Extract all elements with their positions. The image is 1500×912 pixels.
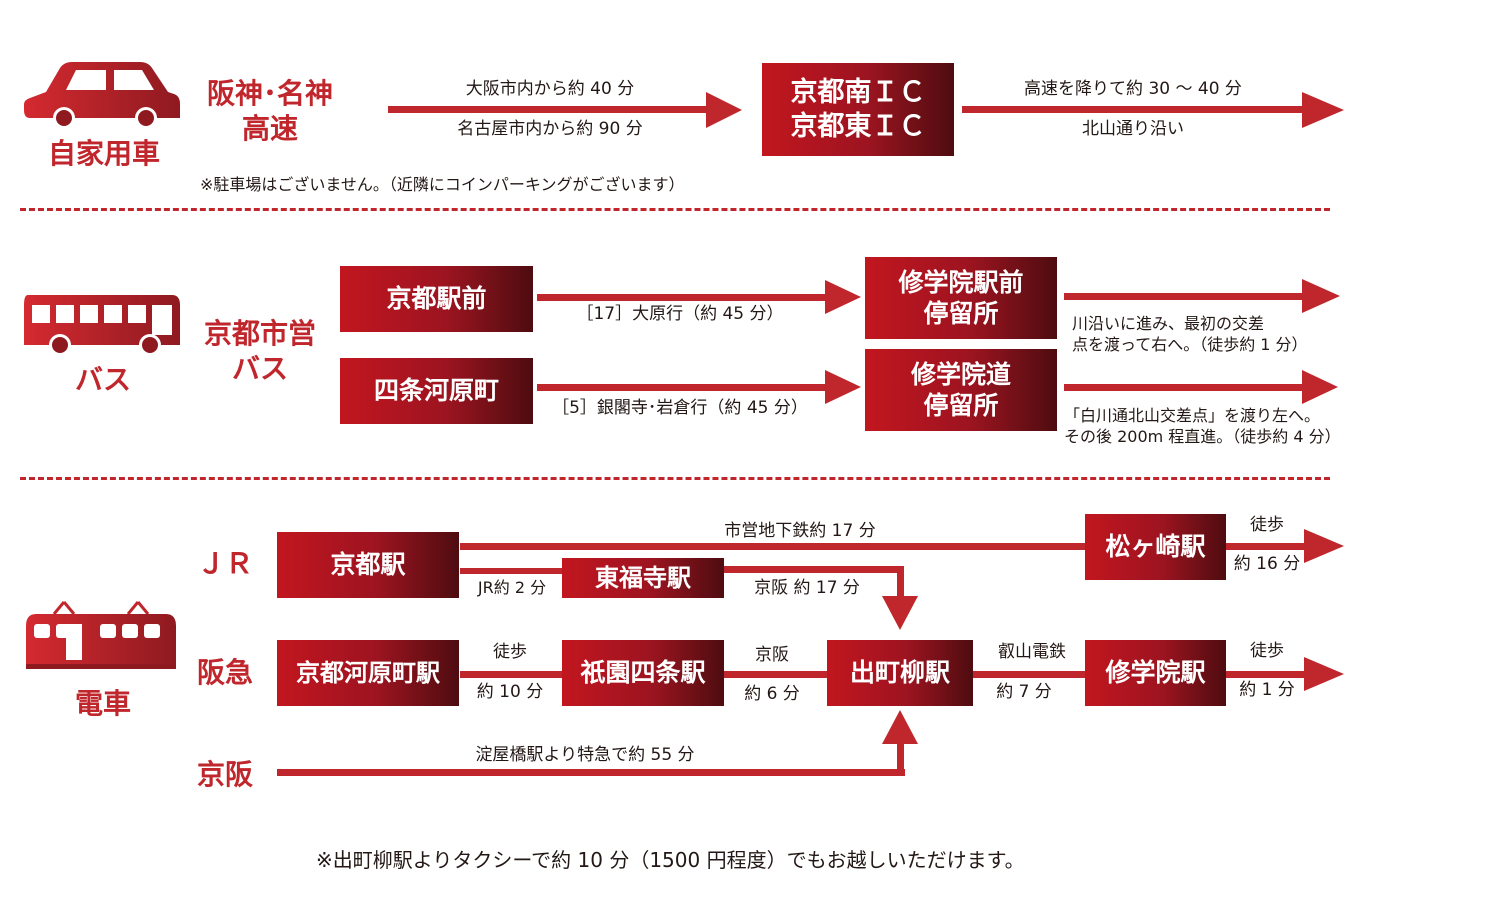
bus-icon xyxy=(22,293,182,359)
tofukuji-box: 東福寺駅 xyxy=(562,558,724,598)
bus-arrow-1-head xyxy=(825,280,861,314)
subway-line xyxy=(460,543,1088,550)
jr-2-min: JR約 2 分 xyxy=(477,578,547,597)
car-arrow-1-head xyxy=(706,92,742,128)
bus-line-17: ［17］大原行（約 45 分） xyxy=(576,304,784,324)
ic-box: 京都南ＩＣ 京都東ＩＣ xyxy=(762,63,954,156)
eizan-label: 叡山電鉄 xyxy=(998,642,1066,662)
bus-arrow-2-shaft xyxy=(537,384,829,391)
parking-note: ※駐車場はございません。（近隣にコインパーキングがございます） xyxy=(200,175,685,194)
bus-arrow-1-shaft xyxy=(537,294,829,301)
keihan-down-head xyxy=(882,596,918,630)
bus-walk-2: 「白川通北山交差点」を渡り左へ。 その後 200m 程直進。（徒歩約 4 分） xyxy=(1064,406,1341,446)
car-arrow-2-head xyxy=(1302,92,1344,128)
car-mode-label: 自家用車 xyxy=(47,137,160,170)
kyoto-station-box: 京都駅 xyxy=(277,532,459,598)
walk-label-hankyu: 徒歩 xyxy=(493,642,527,662)
walk-1-min: 約 1 分 xyxy=(1239,680,1295,700)
shugakuin-arrow-shaft xyxy=(1226,671,1308,678)
bus-arrow-3-head xyxy=(1302,279,1340,313)
matsugasaki-box: 松ヶ崎駅 xyxy=(1085,514,1226,580)
keihan-label: 京阪 xyxy=(196,758,253,791)
bus-mode-label: バス xyxy=(74,363,131,396)
keihan-short-label: 京阪 xyxy=(755,645,789,665)
footer-note: ※出町柳駅よりタクシーで約 10 分（1500 円程度）でもお越しいただけます。 xyxy=(316,848,1025,872)
train-icon xyxy=(24,600,178,670)
hankyu-line-3 xyxy=(956,671,1088,678)
car-from-osaka: 大阪市内から約 40 分 xyxy=(465,79,635,99)
bus-arrow-4-shaft xyxy=(1064,384,1306,391)
yodoyabashi-up-head xyxy=(882,710,918,744)
stop-shijo-kawaramachi: 四条河原町 xyxy=(340,358,533,424)
min-7: 約 7 分 xyxy=(996,682,1052,702)
dest-shugakuin-michi: 修学院道 停留所 xyxy=(865,349,1057,431)
yodoyabashi-vertical xyxy=(897,740,904,776)
hankyu-line-1 xyxy=(460,671,564,678)
car-arrow-2-shaft xyxy=(962,106,1306,113)
shugakuin-arrow-head xyxy=(1304,657,1344,691)
stop-kyoto-station: 京都駅前 xyxy=(340,266,533,332)
gion-shijo-box: 祇園四条駅 xyxy=(562,640,724,706)
car-after-ic-time: 高速を降りて約 30 〜 40 分 xyxy=(1024,79,1242,99)
yodoyabashi-label: 淀屋橋駅より特急で約 55 分 xyxy=(475,745,695,765)
subway-label: 市営地下鉄約 17 分 xyxy=(724,521,876,541)
keihan-vertical xyxy=(897,566,904,600)
bus-arrow-3-shaft xyxy=(1064,293,1306,300)
bus-walk-1: 川沿いに進み、最初の交差 点を渡って右へ。（徒歩約 1 分） xyxy=(1072,314,1308,354)
matsugasaki-arrow-shaft xyxy=(1226,543,1308,550)
demachiyanagi-box: 出町柳駅 xyxy=(827,640,973,706)
hankyu-line-2 xyxy=(724,671,828,678)
jr-to-tofukuji-line xyxy=(460,568,564,574)
keihan-17-min: 京阪 約 17 分 xyxy=(754,578,860,598)
car-arrow-1-shaft xyxy=(388,106,710,113)
bus-line-5: ［5］銀閣寺･岩倉行（約 45 分） xyxy=(552,398,808,418)
separator-2 xyxy=(20,477,1330,480)
min-6: 約 6 分 xyxy=(744,684,800,704)
jr-label: ＪＲ xyxy=(196,547,253,580)
walk-label-shugakuin: 徒歩 xyxy=(1250,641,1284,661)
car-route-label: 阪神･名神 高速 xyxy=(206,77,333,145)
bus-route-label: 京都市営 バス xyxy=(203,317,316,385)
walk-16-min: 約 16 分 xyxy=(1233,554,1301,574)
dest-shugakuin-ekimae: 修学院駅前 停留所 xyxy=(865,257,1057,339)
matsugasaki-arrow-head xyxy=(1304,529,1344,563)
keihan-horizontal xyxy=(724,566,904,573)
yodoyabashi-line xyxy=(277,769,905,776)
kawaramachi-box: 京都河原町駅 xyxy=(277,640,459,706)
car-after-ic-road: 北山通り沿い xyxy=(1082,119,1184,139)
bus-arrow-4-head xyxy=(1302,370,1338,404)
bus-arrow-2-head xyxy=(825,370,861,404)
separator-1 xyxy=(20,208,1330,211)
car-from-nagoya: 名古屋市内から約 90 分 xyxy=(457,119,643,139)
walk-label-matsugasaki: 徒歩 xyxy=(1250,515,1284,535)
car-icon xyxy=(22,60,182,130)
shugakuin-box: 修学院駅 xyxy=(1085,640,1226,706)
hankyu-label: 阪急 xyxy=(196,656,253,689)
walk-10-min: 約 10 分 xyxy=(476,682,544,702)
train-mode-label: 電車 xyxy=(74,687,131,720)
